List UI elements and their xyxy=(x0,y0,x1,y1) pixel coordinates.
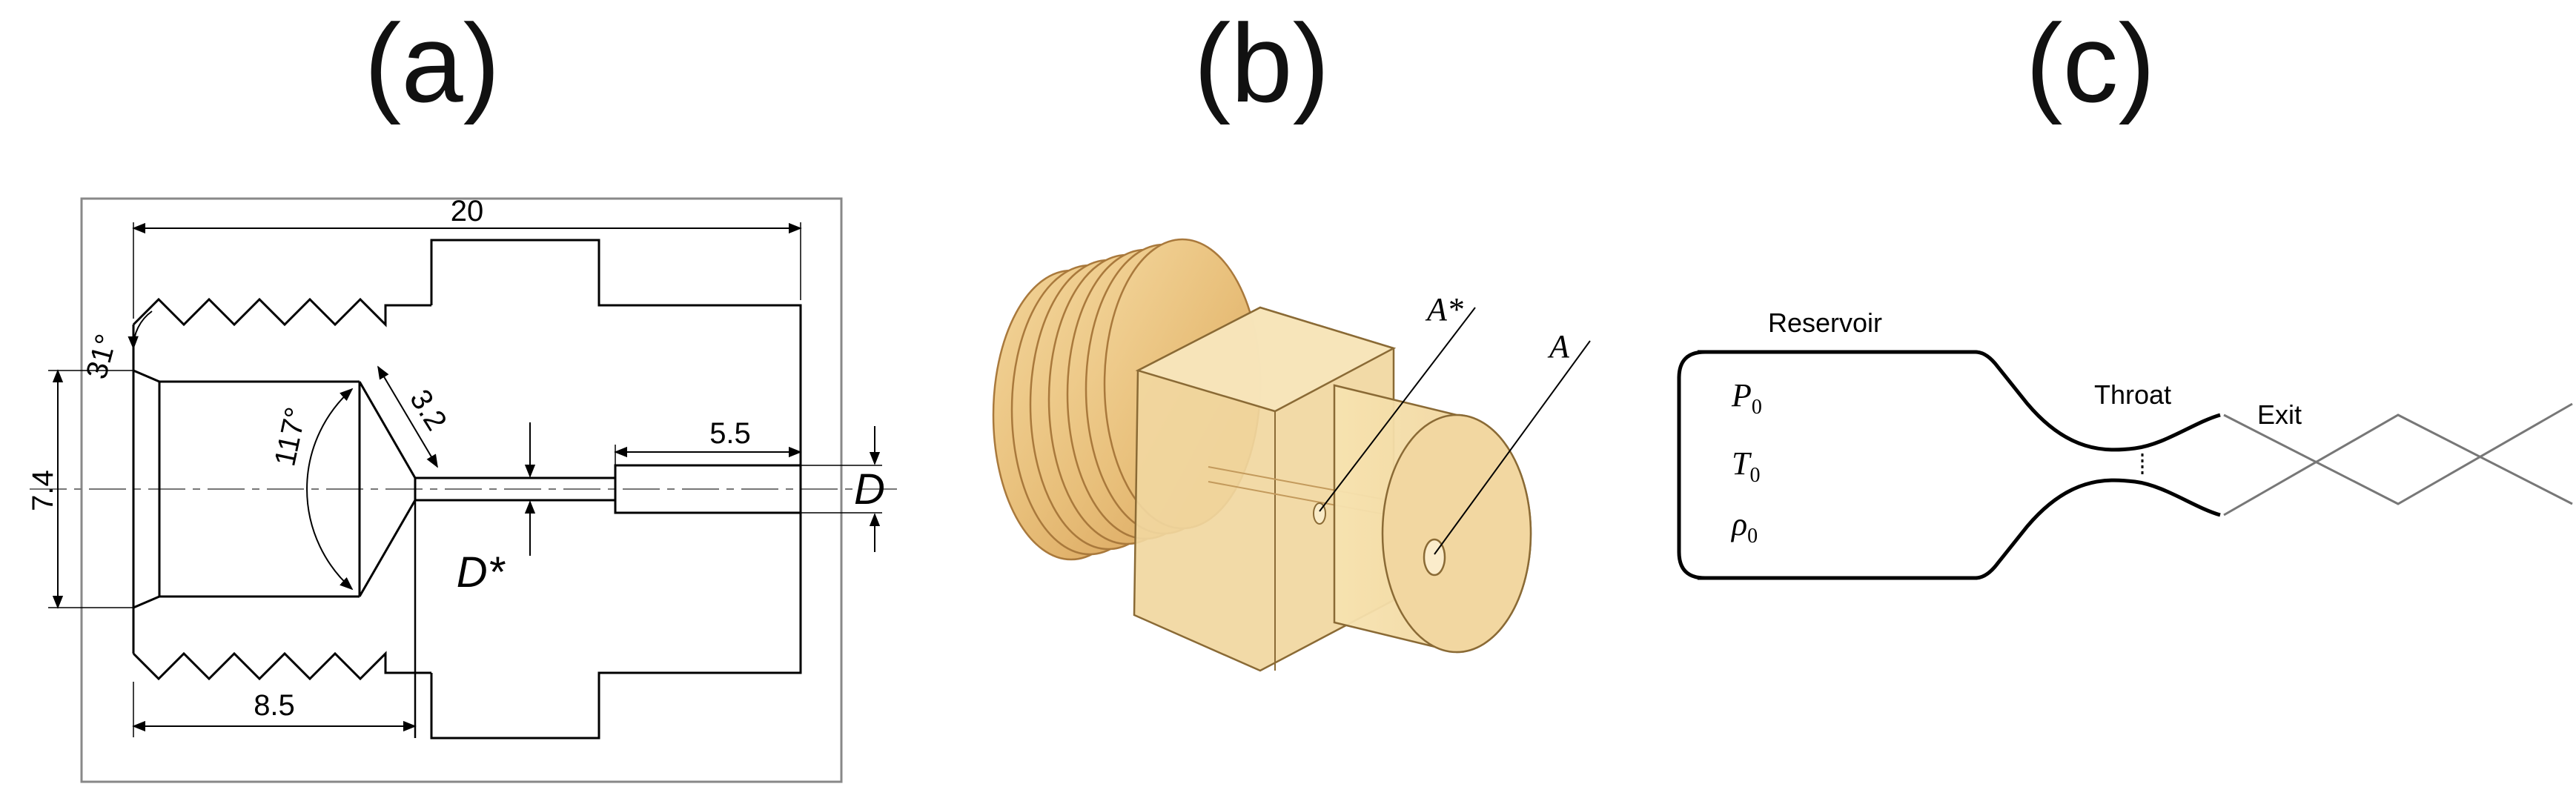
exit-label: Exit xyxy=(2257,399,2302,430)
dim-31-deg: 31° xyxy=(80,330,123,382)
exit-diameter-label: D xyxy=(854,465,885,514)
throat-label: Throat xyxy=(2094,379,2171,410)
pressure-symbol: P0 xyxy=(1731,377,1762,419)
nozzle-wall-top xyxy=(1698,350,2221,452)
dim-7-4: 7.4 xyxy=(27,470,59,511)
schematic-c xyxy=(1677,350,2221,580)
dim-5-5: 5.5 xyxy=(709,417,751,450)
drawing-a xyxy=(30,197,897,783)
dim-8-5: 8.5 xyxy=(254,689,295,722)
dim-3-2: 3.2 xyxy=(403,384,453,436)
thread-bottom xyxy=(132,651,431,681)
reservoir-label: Reservoir xyxy=(1768,308,1882,338)
panel-label-b: (b) xyxy=(1193,1,1330,125)
nozzle-wall-bottom xyxy=(1698,478,2221,580)
dim-117-deg: 117° xyxy=(268,405,313,469)
panel-label-c: (c) xyxy=(2025,1,2156,125)
throat-area-label: A* xyxy=(1425,291,1463,328)
model-b xyxy=(992,238,1591,672)
throat-diameter-label: D* xyxy=(457,548,506,597)
thread-top xyxy=(132,297,431,328)
density-symbol: ρ0 xyxy=(1730,506,1758,548)
exit-area-label: A xyxy=(1547,328,1570,365)
drawing-frame xyxy=(80,197,843,783)
panel-label-a: (a) xyxy=(364,1,500,125)
reservoir-back-wall xyxy=(1677,350,1706,580)
dim-20: 20 xyxy=(451,195,484,227)
temperature-symbol: T0 xyxy=(1732,445,1760,487)
shock-diamonds xyxy=(2223,402,2573,516)
